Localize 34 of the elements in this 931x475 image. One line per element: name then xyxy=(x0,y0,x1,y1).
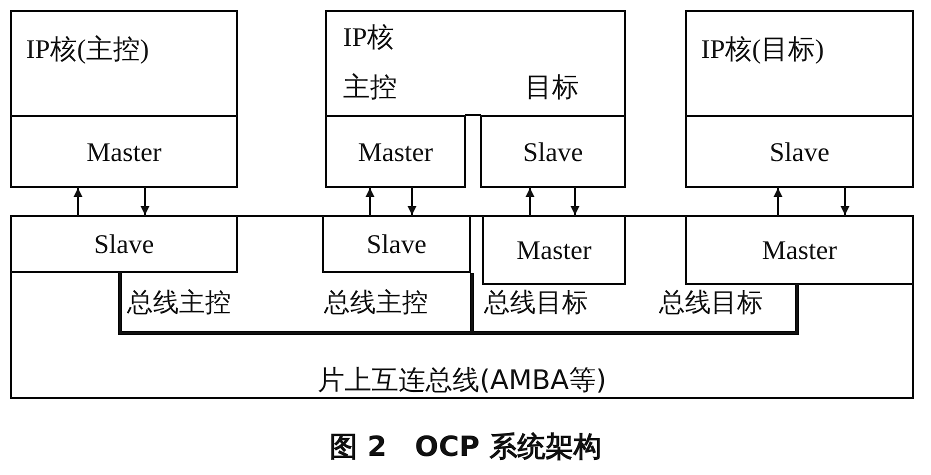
ip-core-box xyxy=(685,10,914,188)
interface-box xyxy=(480,115,626,188)
bus-box xyxy=(10,215,914,399)
box-title: IP核 xyxy=(343,24,394,51)
arrow xyxy=(408,188,416,215)
bus-role-label: 总线目标 xyxy=(659,290,763,316)
interface-label: Slave xyxy=(768,138,830,166)
arrow xyxy=(140,188,150,215)
interface-label: Master xyxy=(761,237,838,264)
arrow xyxy=(570,188,580,215)
bus-line xyxy=(118,273,474,335)
interface-box xyxy=(325,115,466,188)
bus-role-label: 总线主控 xyxy=(324,290,428,316)
figure-caption: 图 2 OCP 系统架构 xyxy=(328,429,602,465)
bus-role-label: 总线主控 xyxy=(127,290,231,316)
interface-label: Slave xyxy=(93,231,155,258)
box-title: 主控 xyxy=(343,74,397,101)
box-title: IP核(目标) xyxy=(701,36,824,63)
interface-label: Master xyxy=(516,237,592,264)
interface-label: Master xyxy=(357,138,434,166)
arrow xyxy=(366,188,374,215)
ip-core-box xyxy=(10,10,238,188)
bus-role-label: 总线目标 xyxy=(484,290,588,316)
arrow xyxy=(840,188,850,215)
arrow xyxy=(526,188,534,215)
arrow xyxy=(74,188,82,215)
arrow xyxy=(774,188,782,215)
interface-label: Slave xyxy=(366,231,428,258)
box-title: 片上互连总线(AMBA等) xyxy=(316,367,608,394)
interface-label: Slave xyxy=(522,138,584,166)
box-title: IP核(主控) xyxy=(26,36,149,63)
bus-line xyxy=(470,285,799,335)
interface-label: Master xyxy=(86,138,162,166)
box-title: 目标 xyxy=(525,74,579,101)
